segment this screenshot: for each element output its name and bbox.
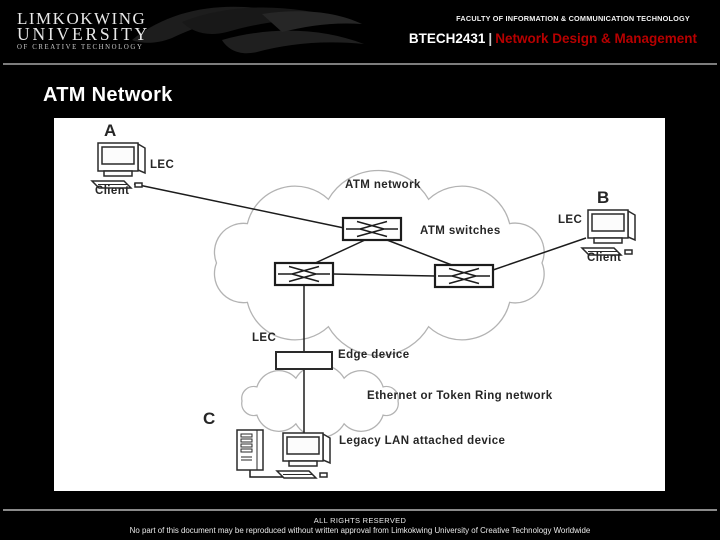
page-title: ATM Network <box>43 84 173 106</box>
connection-lines <box>133 183 587 478</box>
atm-cloud <box>213 169 545 357</box>
label-ethernet: Ethernet or Token Ring network <box>367 390 553 402</box>
link-tower-pc <box>249 470 286 478</box>
link-clienta-switch <box>133 183 345 229</box>
label-client-b: Client <box>587 252 622 264</box>
logo-line1: LIMKOKWING <box>17 9 147 28</box>
edge-device-box <box>275 351 333 370</box>
label-lec-a: LEC <box>150 159 175 171</box>
client-a-computer-icon <box>91 142 146 189</box>
legacy-lan-computer-icon <box>276 432 331 479</box>
footer-rights: ALL RIGHTS RESERVED <box>313 516 407 525</box>
label-client-a: Client <box>95 185 130 197</box>
diagram-canvas: A LEC Client ATM network ATM switches B … <box>54 118 665 491</box>
course-separator: | <box>488 31 493 46</box>
link-top-right-switch <box>386 239 458 268</box>
university-logo: LIMKOKWING UNIVERSITY OF CREATIVE TECHNO… <box>17 9 150 51</box>
header-divider <box>3 63 717 65</box>
course-line: BTECH2431|Network Design & Management <box>409 31 697 46</box>
logo-line3: OF CREATIVE TECHNOLOGY <box>17 44 144 51</box>
course-name: Network Design & Management <box>495 31 697 46</box>
label-node-a: A <box>104 121 117 140</box>
footer-divider <box>3 509 717 511</box>
label-atm-switches: ATM switches <box>420 225 501 237</box>
link-top-left-switch <box>310 239 366 266</box>
link-switch-clientb <box>492 237 587 271</box>
label-lec-edge: LEC <box>252 332 277 344</box>
label-node-c: C <box>203 409 216 428</box>
tower-server-icon <box>236 429 264 471</box>
atm-switch-right-icon <box>433 263 495 289</box>
label-lec-b: LEC <box>558 214 583 226</box>
footer-disclaimer: No part of this document may be reproduc… <box>129 526 591 535</box>
client-b-computer-icon <box>581 209 636 256</box>
faculty-name: FACULTY OF INFORMATION & COMMUNICATION T… <box>456 14 690 23</box>
network-diagram <box>91 142 636 479</box>
atm-switch-left-icon <box>273 261 335 287</box>
ethernet-cloud <box>241 363 399 439</box>
label-atm-network: ATM network <box>345 179 421 191</box>
logo-line2: UNIVERSITY <box>17 24 150 44</box>
atm-switch-top-icon <box>341 216 403 242</box>
course-code: BTECH2431 <box>408 31 486 46</box>
label-edge-device: Edge device <box>338 349 410 361</box>
label-node-b: B <box>597 188 610 207</box>
label-legacy: Legacy LAN attached device <box>339 435 506 447</box>
claw-graphic-icon <box>132 6 364 54</box>
link-left-right-switch <box>332 273 436 277</box>
